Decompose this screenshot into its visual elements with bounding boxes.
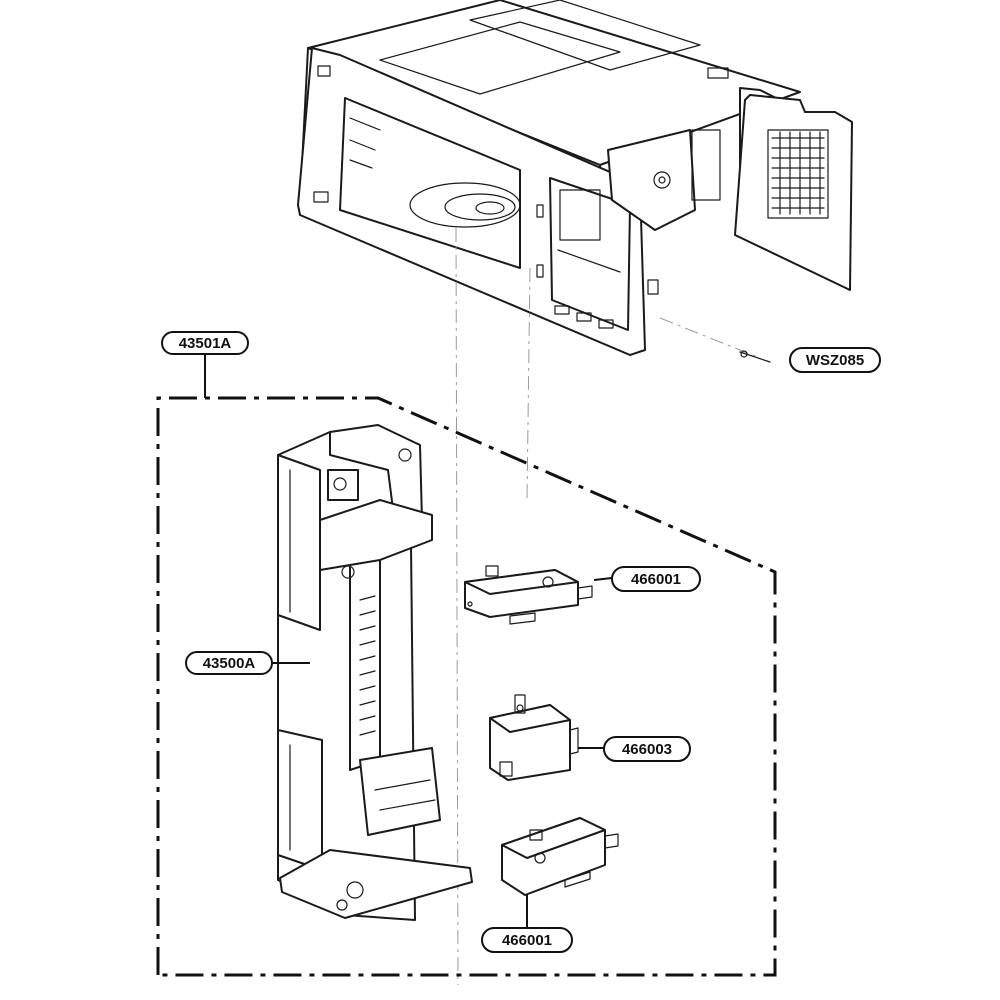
callout-text: 43500A (203, 655, 256, 672)
vent-grille (771, 131, 825, 215)
screw (739, 350, 771, 363)
callout-door-interlock-assembly: 43501A (161, 331, 249, 355)
turntable (409, 182, 521, 228)
callout-monitor-switch: 466003 (603, 736, 691, 762)
latch-board (277, 424, 473, 921)
oven-cavity (297, 0, 853, 356)
callout-primary-switch: 466001 (611, 566, 701, 592)
monitor-switch (489, 694, 579, 781)
callout-secondary-switch: 466001 (481, 927, 573, 953)
callout-screw: WSZ085 (789, 347, 881, 373)
callout-latch-board: 43500A (185, 651, 273, 675)
secondary-switch (501, 817, 619, 896)
callout-text: 466001 (502, 932, 552, 949)
callout-text: 466001 (631, 571, 681, 588)
primary-switch (464, 565, 593, 625)
callout-text: 466003 (622, 741, 672, 758)
callout-text: 43501A (179, 335, 232, 352)
assembly-boundary (156, 396, 777, 977)
rack-teeth (359, 595, 376, 736)
callout-text: WSZ085 (806, 352, 864, 369)
